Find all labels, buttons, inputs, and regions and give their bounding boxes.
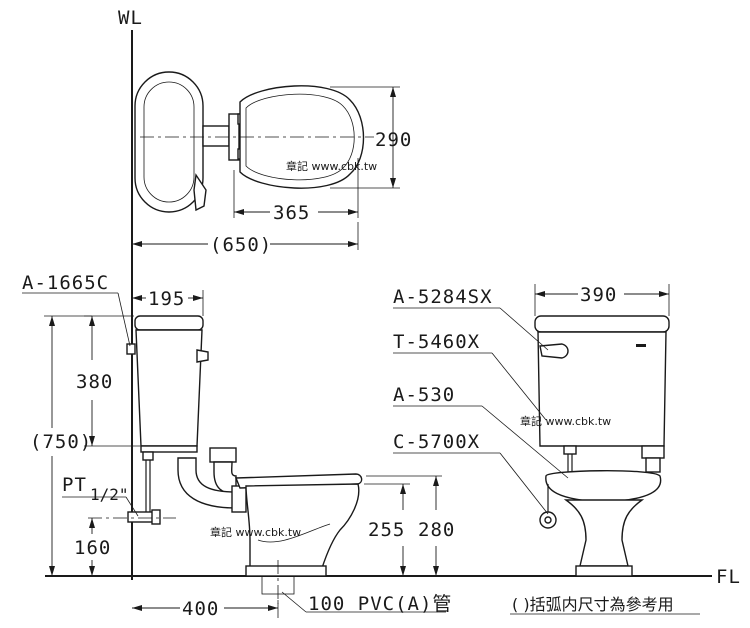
part-label-flush-valve: T-5460X — [393, 331, 480, 353]
leader-flush-valve — [393, 352, 547, 421]
part-label-tank-fitting: A-5284SX — [393, 286, 493, 308]
dim-195 — [132, 290, 204, 316]
part-label-drain: 100 PVC(A)管 — [308, 593, 452, 615]
tank-top-outline — [134, 71, 204, 213]
part-label-tank-lever: A-1665C — [22, 272, 109, 294]
side-view — [88, 315, 363, 604]
supply-nut — [142, 451, 154, 461]
dim-750-label: (750) — [30, 431, 92, 453]
dim-160 — [89, 518, 95, 576]
reference-note: ( )括弧内尺寸為參考用 — [512, 595, 674, 614]
dim-380-label: 380 — [76, 371, 113, 393]
dim-650 — [132, 222, 359, 250]
leader-tank-fitting — [393, 307, 549, 351]
dim-650-label: (650) — [210, 234, 272, 256]
top-view — [134, 71, 374, 213]
dim-400-label: 400 — [182, 598, 219, 620]
dim-280-label: 280 — [418, 519, 455, 541]
tank-foot — [140, 445, 198, 453]
part-label-connector: A-530 — [393, 384, 455, 406]
dim-390 — [534, 284, 670, 316]
dim-365-label: 365 — [273, 202, 310, 224]
dim-365 — [233, 158, 359, 218]
flush-connector-side — [209, 447, 237, 463]
watermark-side: 章記 www.cbk.tw — [210, 525, 301, 539]
dim-255-280 — [364, 475, 442, 576]
tank-lid-side — [134, 315, 204, 331]
neck-top — [202, 125, 230, 147]
dim-400 — [132, 600, 279, 618]
pedestal-front — [563, 499, 645, 567]
dim-380 — [84, 315, 140, 447]
wall-line-label: WL — [118, 7, 143, 29]
bowl-trap-line — [257, 523, 331, 543]
tank-lid-front — [534, 315, 670, 333]
dim-290-label: 290 — [375, 129, 412, 151]
dim-390-label: 390 — [580, 284, 617, 306]
part-label-supply-pipe-size: 1/2" — [90, 485, 129, 504]
watermark-top: 章記 www.cbk.tw — [286, 159, 377, 173]
angle-valve-handle — [151, 509, 161, 525]
leader-drain — [281, 591, 446, 613]
dim-195-label: 195 — [148, 288, 185, 310]
dim-255-label: 255 — [368, 519, 405, 541]
watermark-front: 章記 www.cbk.tw — [520, 414, 611, 428]
tank-lever-knob — [126, 343, 136, 355]
angle-valve-side — [127, 511, 155, 523]
front-view — [534, 315, 670, 577]
leader-angle-valve — [393, 452, 549, 515]
flush-valve-nut — [641, 445, 665, 459]
seat-inner — [245, 93, 355, 181]
foot-front — [575, 565, 633, 577]
leader-tank-lever — [22, 292, 131, 347]
dim-160-label: 160 — [74, 537, 111, 559]
leader-supply-pipe — [62, 496, 139, 517]
bowl-inlet — [231, 485, 247, 513]
tank-badge — [636, 344, 646, 347]
dim-290 — [330, 86, 400, 189]
bend-pipe-outer — [213, 461, 237, 495]
leader-connector — [393, 405, 569, 479]
tank-body-side — [135, 329, 203, 447]
bowl-foot — [245, 565, 327, 577]
tank-top-inner — [143, 81, 195, 203]
part-label-angle-valve: C-5700X — [393, 431, 480, 453]
floor-line-label: FL — [716, 566, 741, 588]
bowl-rim-front — [545, 470, 662, 503]
lever-side — [196, 349, 209, 363]
bowl-side — [245, 483, 360, 569]
lever-top — [193, 173, 207, 212]
tank-handle-front — [539, 343, 569, 359]
dim-750 — [44, 315, 92, 576]
part-label-supply-pipe: PT — [62, 474, 87, 496]
